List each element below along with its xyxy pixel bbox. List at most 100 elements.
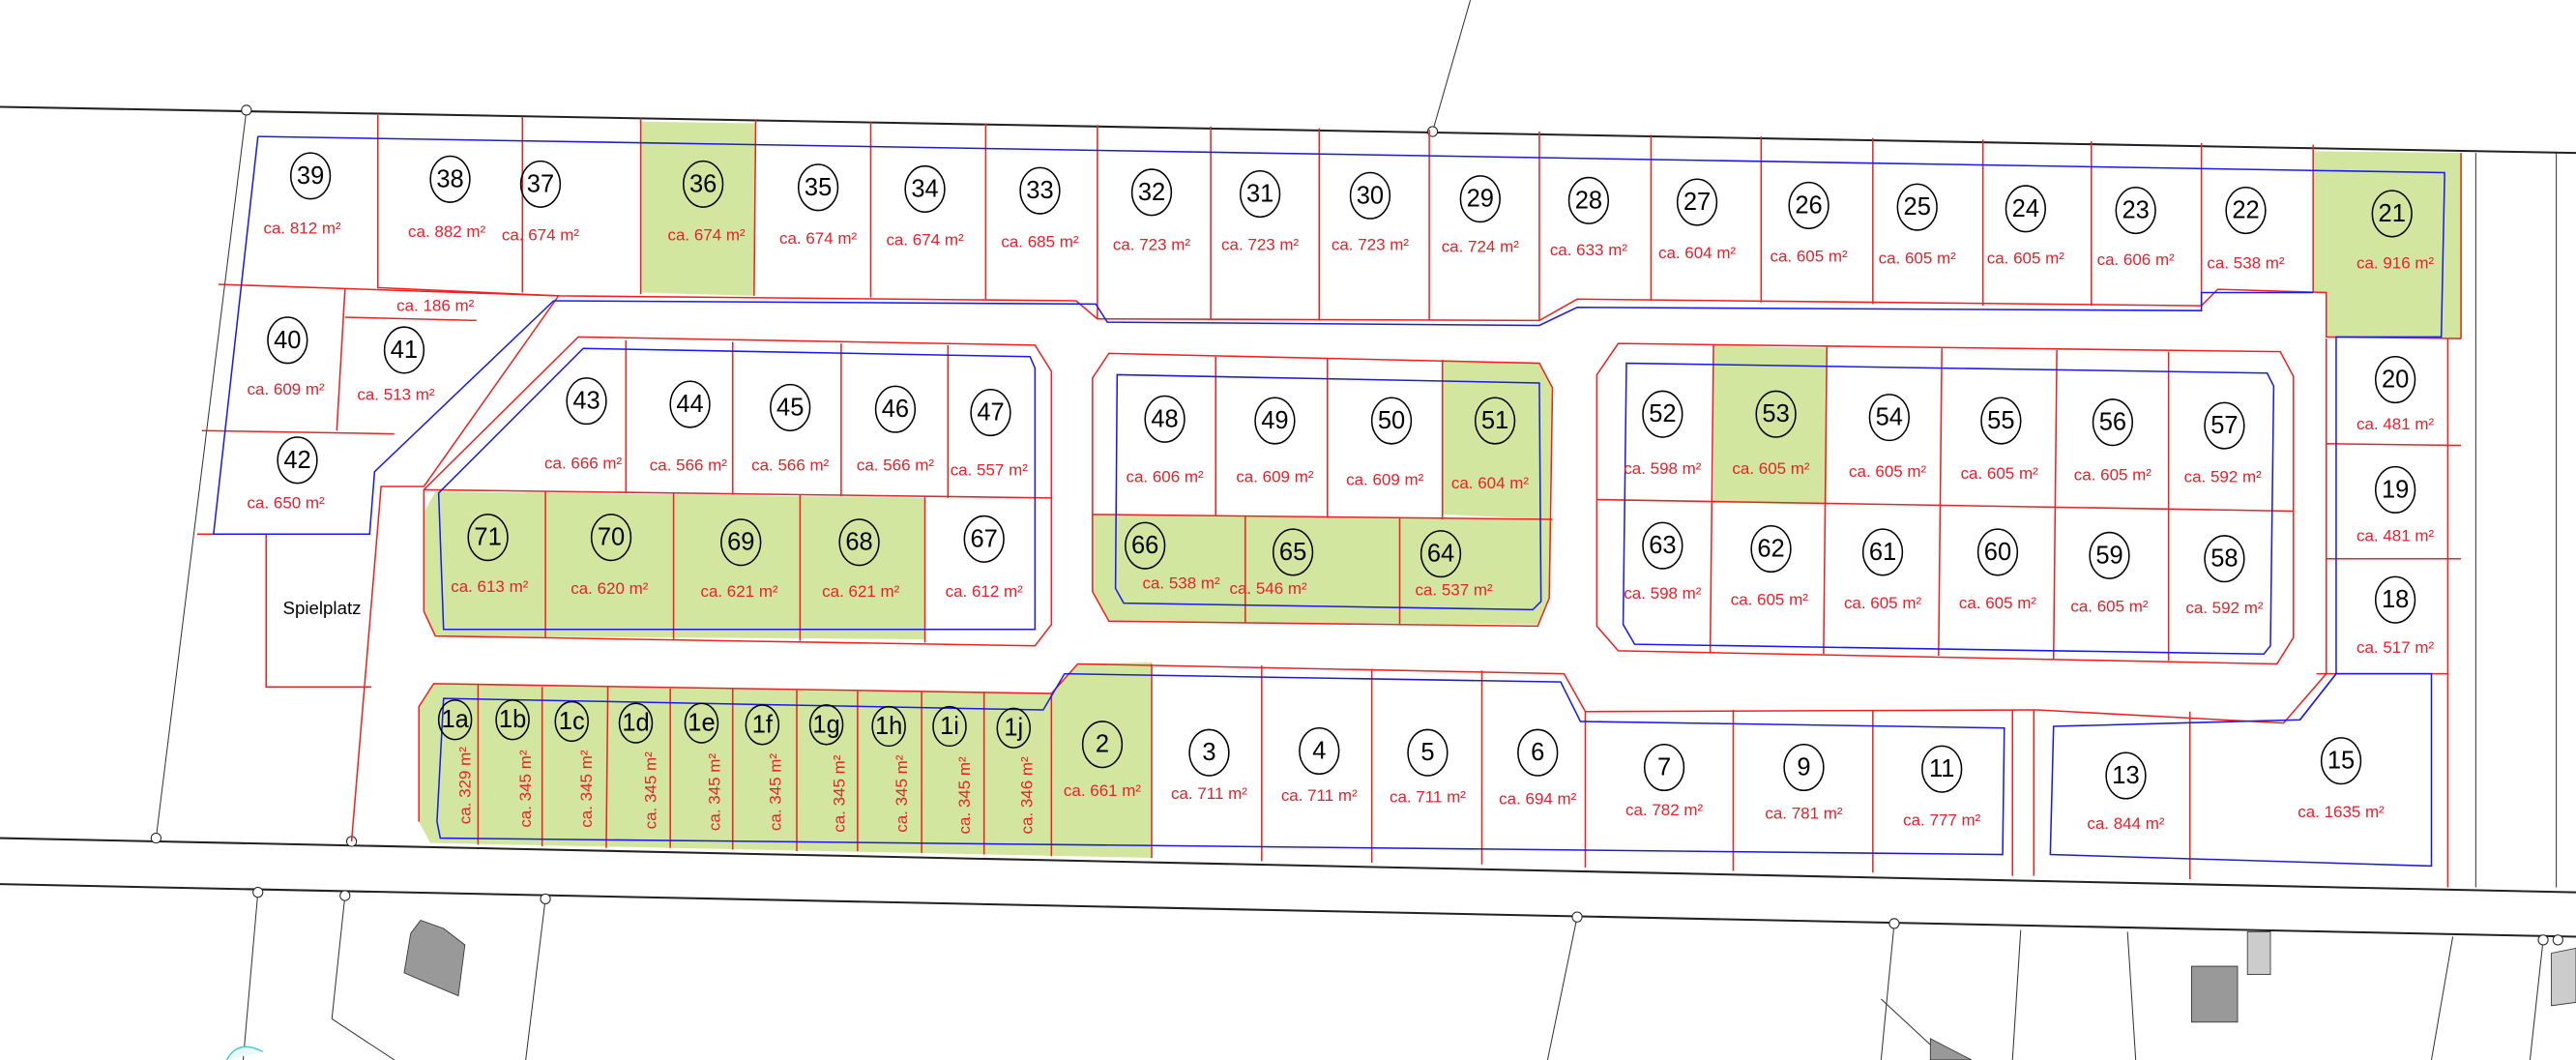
lot-area: ca. 606 m² <box>1126 467 1204 486</box>
lot-number-circle <box>963 515 1005 563</box>
lot-number-circle <box>1868 394 1910 442</box>
lot-9[interactable]: 9ca. 781 m² <box>1765 743 1843 823</box>
lot-area: ca. 346 m² <box>1017 756 1036 835</box>
lot-area: ca. 782 m² <box>1625 801 1704 819</box>
lot-number: 25 <box>1904 193 1931 221</box>
lot-2[interactable]: 2ca. 661 m² <box>1064 721 1142 800</box>
lot-area: ca. 781 m² <box>1765 805 1843 823</box>
lot-7[interactable]: 7ca. 782 m² <box>1625 743 1704 819</box>
lot-number-circle <box>1130 168 1173 217</box>
lot-number: 51 <box>1481 407 1508 434</box>
lot-number-circle <box>566 377 607 426</box>
lot-number-circle <box>720 518 762 567</box>
lot-number-circle <box>932 705 967 748</box>
lot-number: 42 <box>283 447 310 474</box>
lot-4[interactable]: 4ca. 711 m² <box>1281 726 1358 805</box>
lot-6[interactable]: 6ca. 694 m² <box>1499 728 1577 808</box>
lot-number-circle <box>1144 395 1186 443</box>
lot-number-circle <box>1643 743 1685 792</box>
lot-3[interactable]: 3ca. 711 m² <box>1171 728 1247 803</box>
extra-area-label: ca. 186 m² <box>396 297 475 315</box>
lot-number: 61 <box>1869 539 1896 566</box>
lot-area: ca. 605 m² <box>1959 594 2037 612</box>
lot-number-circle <box>2089 531 2130 579</box>
lot-number: 65 <box>1279 539 1306 566</box>
lot-number: 71 <box>474 524 501 551</box>
lot-number: 67 <box>971 525 998 552</box>
lot-number: 30 <box>1357 182 1384 209</box>
lot-number-circle <box>1783 743 1825 792</box>
lot-number-circle <box>1567 176 1610 224</box>
lot-5[interactable]: 5ca. 711 m² <box>1390 728 1466 807</box>
lot-area: ca. 345 m² <box>831 754 849 833</box>
